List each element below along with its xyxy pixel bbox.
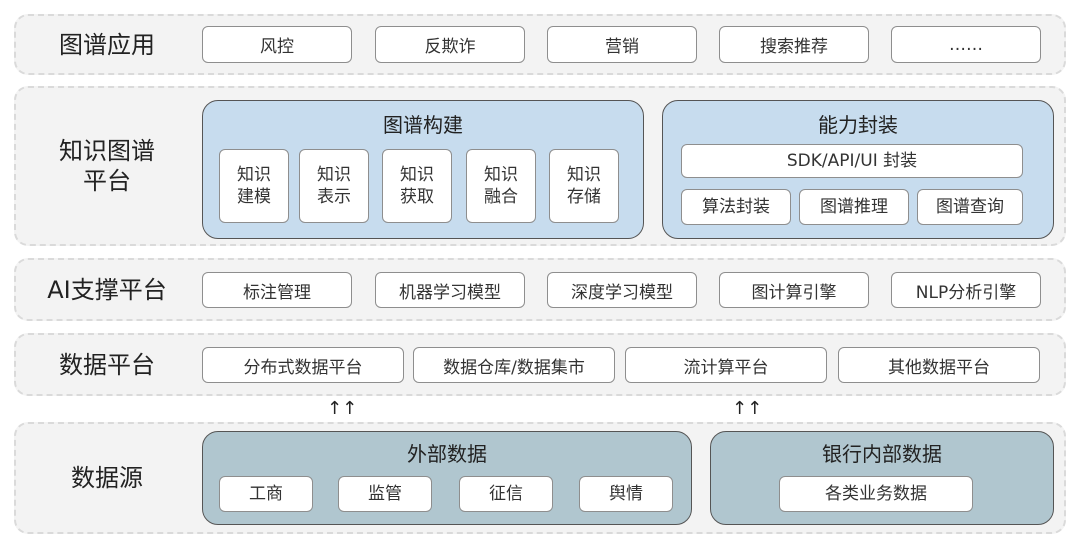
- layer-label-application: 图谱应用: [59, 30, 155, 59]
- packaging-item-algorithm: 算法封装: [681, 189, 791, 225]
- ai-item-graph-compute: 图计算引擎: [719, 272, 869, 308]
- packaging-item-reasoning: 图谱推理: [799, 189, 909, 225]
- construction-item-storage: 知识 存储: [549, 149, 619, 223]
- graph-construction-title: 图谱构建: [383, 113, 463, 137]
- up-arrows-left: ↑↑: [327, 398, 358, 419]
- app-item-more: ……: [891, 26, 1041, 63]
- ai-item-annotation: 标注管理: [202, 272, 352, 308]
- data-item-distributed: 分布式数据平台: [202, 347, 404, 383]
- external-item-public-opinion: 舆情: [579, 476, 673, 512]
- ai-item-ml-model: 机器学习模型: [375, 272, 525, 308]
- external-item-regulatory: 监管: [338, 476, 432, 512]
- application-layer: 图谱应用 风控 反欺诈 营销 搜索推荐 ……: [14, 14, 1066, 75]
- data-platform-layer: 数据平台 分布式数据平台 数据仓库/数据集市 流计算平台 其他数据平台: [14, 333, 1066, 396]
- sdk-api-ui-box: SDK/API/UI 封装: [681, 144, 1023, 178]
- internal-data-title: 银行内部数据: [822, 442, 942, 466]
- ai-item-nlp-engine: NLP分析引擎: [891, 272, 1041, 308]
- graph-construction-panel: 图谱构建 知识 建模 知识 表示 知识 获取 知识 融合 知识 存储: [202, 100, 644, 239]
- capability-packaging-panel: 能力封装 SDK/API/UI 封装 算法封装 图谱推理 图谱查询: [662, 100, 1054, 239]
- layer-label-ai-support: AI支撑平台: [47, 275, 167, 304]
- layer-label-data-platform: 数据平台: [59, 350, 155, 379]
- layer-label-kg-platform-text: 知识图谱 平台: [59, 137, 155, 195]
- capability-packaging-title: 能力封装: [818, 113, 898, 137]
- external-data-panel: 外部数据 工商 监管 征信 舆情: [202, 431, 692, 525]
- ai-support-layer: AI支撑平台 标注管理 机器学习模型 深度学习模型 图计算引擎 NLP分析引擎: [14, 258, 1066, 321]
- app-item-risk-control: 风控: [202, 26, 352, 63]
- internal-item-business-data: 各类业务数据: [779, 476, 973, 512]
- ai-item-dl-model: 深度学习模型: [547, 272, 697, 308]
- construction-item-representation: 知识 表示: [299, 149, 369, 223]
- packaging-item-query: 图谱查询: [917, 189, 1023, 225]
- external-data-title: 外部数据: [407, 442, 487, 466]
- app-item-search-recommend: 搜索推荐: [719, 26, 869, 63]
- construction-item-fusion: 知识 融合: [466, 149, 536, 223]
- data-item-warehouse: 数据仓库/数据集市: [413, 347, 615, 383]
- external-item-business: 工商: [219, 476, 313, 512]
- construction-item-modeling: 知识 建模: [219, 149, 289, 223]
- data-source-layer: 数据源 外部数据 工商 监管 征信 舆情 银行内部数据 各类业务数据: [14, 422, 1066, 534]
- up-arrows-right: ↑↑: [732, 398, 763, 419]
- app-item-marketing: 营销: [547, 26, 697, 63]
- layer-label-data-source: 数据源: [71, 464, 143, 492]
- data-item-stream: 流计算平台: [625, 347, 827, 383]
- construction-item-acquisition: 知识 获取: [382, 149, 452, 223]
- external-item-credit: 征信: [459, 476, 553, 512]
- layer-label-kg-platform: 知识图谱 平台: [16, 88, 198, 244]
- app-item-anti-fraud: 反欺诈: [375, 26, 525, 63]
- kg-platform-layer: 知识图谱 平台 图谱构建 知识 建模 知识 表示 知识 获取 知识 融合 知识 …: [14, 86, 1066, 246]
- data-item-other: 其他数据平台: [838, 347, 1040, 383]
- internal-data-panel: 银行内部数据 各类业务数据: [710, 431, 1054, 525]
